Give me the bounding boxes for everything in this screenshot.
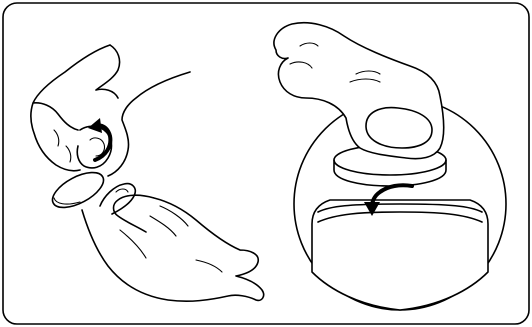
lower-thumb-icon bbox=[100, 184, 135, 214]
pressing-finger-icon bbox=[274, 23, 444, 159]
left-panel-hands-peeling bbox=[31, 45, 264, 301]
coin-battery-icon bbox=[47, 165, 109, 214]
finger-lines-icon bbox=[120, 206, 222, 272]
rotate-arrowhead-icon bbox=[88, 118, 102, 133]
thumb-nail-icon bbox=[90, 138, 105, 156]
right-panel-insert-battery bbox=[274, 23, 506, 310]
upper-hand-icon bbox=[31, 45, 190, 176]
lower-hand-icon bbox=[82, 195, 264, 301]
lower-nail-icon bbox=[116, 189, 128, 192]
knuckle-lines-icon bbox=[54, 130, 71, 162]
